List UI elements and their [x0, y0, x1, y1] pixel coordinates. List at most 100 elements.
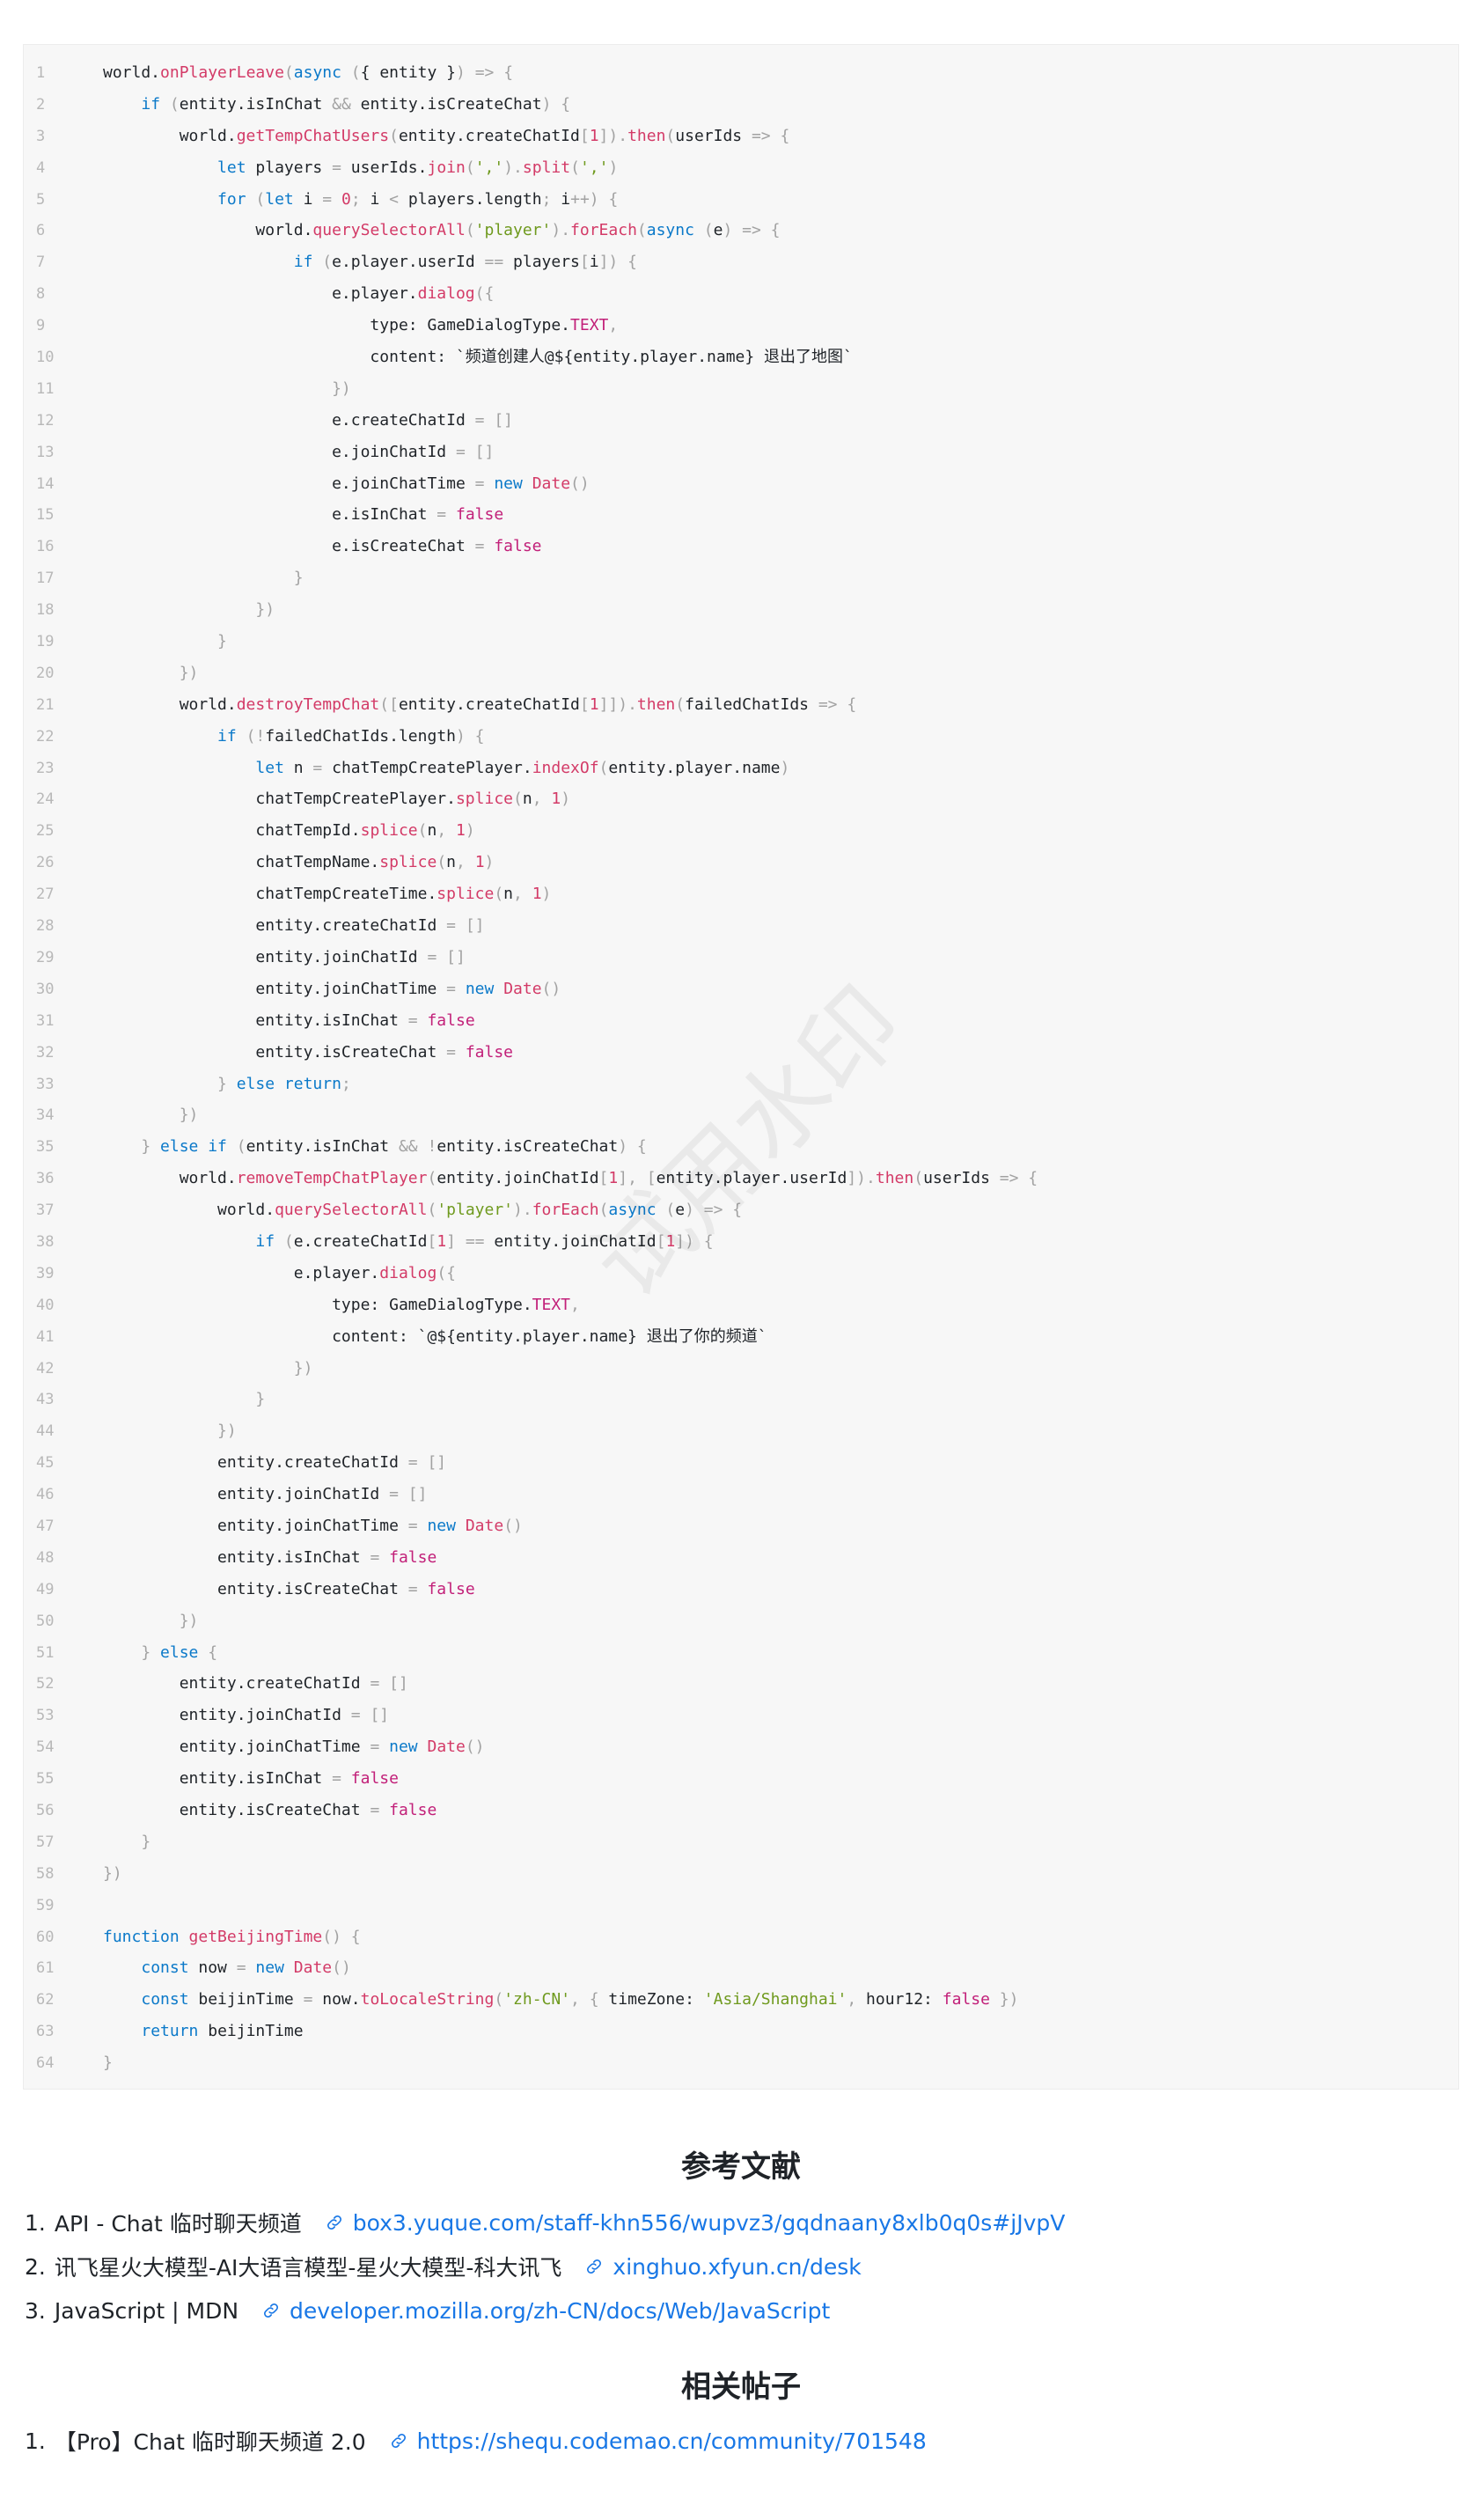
code-line: 31 entity.isInChat = false — [24, 1005, 1038, 1037]
code-line: 23 let n = chatTempCreatePlayer.indexOf(… — [24, 753, 1038, 784]
code-line: 3 world.getTempChatUsers(entity.createCh… — [24, 121, 1038, 152]
code-text: e.isCreateChat = false — [71, 531, 541, 562]
line-number: 26 — [36, 854, 55, 872]
code-token: ( — [160, 94, 180, 114]
line-number: 64 — [36, 2054, 55, 2073]
code-text: }) — [71, 1858, 122, 1890]
code-token: = [] — [370, 1674, 408, 1693]
reference-link[interactable]: xinghuo.xfyun.cn/desk — [613, 2253, 862, 2280]
code-line: 62 const beijinTime = now.toLocaleString… — [24, 1984, 1038, 2016]
code-token: = — [312, 758, 323, 777]
line-number: 59 — [36, 1896, 55, 1914]
line-number: 39 — [36, 1264, 55, 1282]
code-token: () { — [322, 1927, 361, 1946]
code-line: 10 content: `频道创建人@${entity.player.name}… — [24, 342, 1038, 373]
reference-item: 2. 讯飞星火大模型-AI大语言模型-星火大模型-科大讯飞 xinghuo.xf… — [25, 2244, 1450, 2289]
code-token: ',' — [579, 158, 609, 177]
code-text: e.joinChatTime = new Date() — [71, 468, 590, 500]
code-text: entity.createChatId = [] — [71, 1447, 446, 1479]
code-token: getBeijingTime — [188, 1927, 323, 1946]
line-number: 14 — [36, 474, 55, 493]
code-token: ; — [341, 1074, 351, 1093]
code-text: content: `频道创建人@${entity.player.name} 退出… — [71, 342, 852, 373]
code-token: = [] — [407, 1453, 447, 1473]
code-token: = — [446, 1042, 456, 1062]
code-token: const — [141, 1990, 189, 2009]
code-token: , — [847, 1990, 857, 2009]
references-heading: 参考文献 — [681, 2149, 801, 2185]
code-token: else — [160, 1642, 199, 1662]
code-line: 2 if (entity.isInChat && entity.isCreate… — [24, 89, 1038, 121]
code-line: 63 return beijinTime — [24, 2016, 1038, 2047]
code-text: if (entity.isInChat && entity.isCreateCh… — [71, 89, 570, 121]
code-token: () — [541, 979, 561, 998]
code-token — [418, 1517, 428, 1535]
code-token: failedChatIds.length — [265, 726, 456, 746]
line-number: 43 — [36, 1391, 55, 1409]
code-token: ( — [417, 821, 428, 841]
related-post-link[interactable]: https://shequ.codemao.cn/community/70154… — [416, 2428, 927, 2454]
code-token: 'player' — [437, 1201, 514, 1220]
code-text: e.player.dialog({ — [71, 1258, 456, 1289]
code-token: false — [389, 1800, 437, 1819]
code-text: entity.joinChatTime = new Date() — [71, 1731, 485, 1763]
code-token: = — [407, 1579, 418, 1598]
code-token: 'zh-CN' — [503, 1990, 571, 2009]
code-token: content: `@${entity.player.name} 退出了你的频道… — [103, 1326, 767, 1346]
line-number: 21 — [36, 695, 55, 714]
code-token: }) — [103, 1358, 313, 1378]
code-token: splice — [360, 821, 418, 841]
code-token: ( — [598, 758, 609, 777]
code-token: entity.createChatId — [398, 694, 580, 714]
code-token: world. — [103, 1169, 237, 1188]
code-token — [103, 1232, 255, 1251]
line-number: 53 — [36, 1707, 55, 1725]
code-token: chatTempCreateTime. — [103, 885, 437, 904]
related-posts-heading: 相关帖子 — [681, 2369, 801, 2405]
code-token: ( — [389, 126, 399, 145]
code-token: 'player' — [474, 221, 552, 240]
code-text: entity.createChatId = [] — [71, 1668, 408, 1700]
code-token: = — [322, 189, 333, 209]
code-token: = — [236, 1958, 246, 1978]
code-token: for — [217, 189, 246, 209]
code-token: i — [360, 189, 390, 209]
code-token: onPlayerLeave — [160, 63, 284, 82]
code-token — [456, 1043, 466, 1062]
reference-link[interactable]: developer.mozilla.org/zh-CN/docs/Web/Jav… — [290, 2297, 831, 2324]
code-text: entity.isInChat = false — [71, 1763, 399, 1795]
code-token: querySelectorAll — [312, 221, 466, 240]
code-text: if (e.player.userId == players[i]) { — [71, 246, 637, 278]
code-token: chatTempName. — [103, 853, 380, 872]
code-token: ',' — [474, 158, 504, 177]
code-line: 45 entity.createChatId = [] — [24, 1447, 1038, 1479]
code-text: let n = chatTempCreatePlayer.indexOf(ent… — [71, 753, 789, 784]
code-token: now. — [312, 1990, 361, 2009]
code-token: ( — [427, 1169, 437, 1188]
line-number: 23 — [36, 759, 55, 777]
code-text: entity.joinChatTime = new Date() — [71, 973, 561, 1005]
code-token: ( — [283, 63, 294, 82]
code-line: 64} — [24, 2047, 1038, 2079]
code-token: 'Asia/Shanghai' — [703, 1990, 847, 2009]
reference-link[interactable]: box3.yuque.com/staff-khn556/wupvz3/gqdna… — [352, 2209, 1066, 2236]
code-text: world.getTempChatUsers(entity.createChat… — [71, 121, 790, 152]
code-line: 48 entity.isInChat = false — [24, 1542, 1038, 1574]
code-line: 13 e.joinChatId = [] — [24, 437, 1038, 468]
line-number: 27 — [36, 885, 55, 904]
code-token: const — [141, 1958, 189, 1978]
code-token: splice — [437, 885, 495, 904]
code-line: 27 chatTempCreateTime.splice(n, 1) — [24, 878, 1038, 910]
related-posts-list: 1. 【Pro】Chat 临时聊天频道 2.0 https://shequ.co… — [25, 2419, 1450, 2463]
code-token: Date — [503, 979, 542, 998]
line-number: 13 — [36, 443, 55, 461]
item-number: 3. — [25, 2297, 46, 2324]
code-token: n — [522, 790, 532, 809]
code-token: entity.createChatId — [103, 1453, 408, 1473]
code-text: entity.joinChatId = [] — [71, 1479, 427, 1510]
code-token — [103, 190, 217, 209]
code-line: 34 }) — [24, 1099, 1038, 1131]
code-token — [446, 821, 456, 840]
code-token: n — [503, 885, 514, 904]
